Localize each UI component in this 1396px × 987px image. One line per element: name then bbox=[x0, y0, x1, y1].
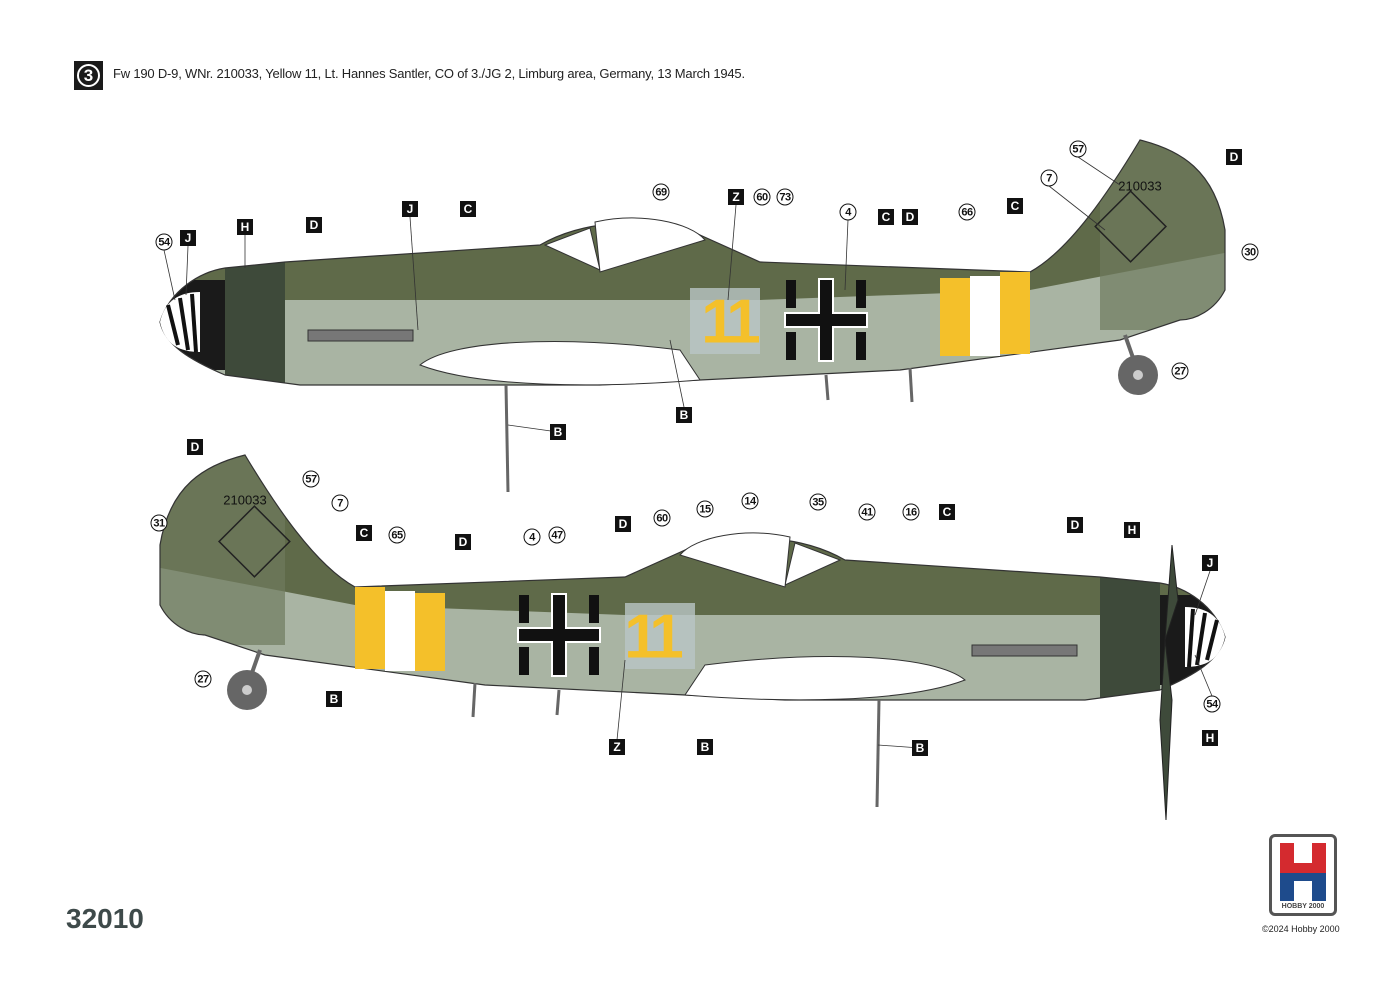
part-number-callout: 4 bbox=[839, 203, 857, 221]
paint-color-callout: J bbox=[180, 230, 196, 246]
paint-color-callout: B bbox=[697, 739, 713, 755]
part-number-callout: 65 bbox=[388, 526, 406, 544]
kit-number: 32010 bbox=[66, 903, 144, 934]
paint-color-callout: D bbox=[455, 534, 471, 550]
paint-color-callout: C bbox=[460, 201, 476, 217]
paint-color-callout: C bbox=[878, 209, 894, 225]
paint-color-callout: B bbox=[550, 424, 566, 440]
hobby-2000-logo: HOBBY 2000 bbox=[1269, 834, 1337, 916]
paint-color-callout: Z bbox=[728, 189, 744, 205]
profile-number-badge: 3 bbox=[74, 61, 103, 90]
paint-color-callout: Z bbox=[609, 739, 625, 755]
part-number-callout: 16 bbox=[902, 503, 920, 521]
part-number-callout: 69 bbox=[652, 183, 670, 201]
serial-port: 210033 bbox=[1118, 178, 1162, 194]
side-profile-starboard bbox=[145, 445, 1235, 807]
fuselage-number-port: 11 bbox=[701, 287, 760, 357]
paint-color-callout: D bbox=[187, 439, 203, 455]
propeller bbox=[1159, 544, 1179, 821]
copyright: ©2024 Hobby 2000 bbox=[1262, 924, 1340, 934]
paint-color-callout: D bbox=[1226, 149, 1242, 165]
side-profile-port bbox=[150, 130, 1240, 492]
part-number-callout: 7 bbox=[331, 494, 349, 512]
part-number-callout: 60 bbox=[653, 509, 671, 527]
paint-color-callout: C bbox=[1007, 198, 1023, 214]
paint-color-callout: H bbox=[237, 219, 253, 235]
fuselage-number-starboard: 11 bbox=[624, 602, 683, 672]
paint-color-callout: B bbox=[912, 740, 928, 756]
part-number-callout: 57 bbox=[1069, 140, 1087, 158]
part-number-callout: 57 bbox=[302, 470, 320, 488]
paint-color-callout: D bbox=[615, 516, 631, 532]
part-number-callout: 47 bbox=[548, 526, 566, 544]
part-number-callout: 7 bbox=[1040, 169, 1058, 187]
paint-color-callout: H bbox=[1202, 730, 1218, 746]
part-number-callout: 66 bbox=[958, 203, 976, 221]
part-number-callout: 41 bbox=[858, 503, 876, 521]
paint-color-callout: H bbox=[1124, 522, 1140, 538]
profile-title: Fw 190 D-9, WNr. 210033, Yellow 11, Lt. … bbox=[113, 66, 745, 81]
paint-color-callout: J bbox=[1202, 555, 1218, 571]
part-number-callout: 73 bbox=[776, 188, 794, 206]
paint-color-callout: D bbox=[1067, 517, 1083, 533]
paint-color-callout: C bbox=[356, 525, 372, 541]
paint-color-callout: D bbox=[306, 217, 322, 233]
part-number-callout: 31 bbox=[150, 514, 168, 532]
part-number-callout: 15 bbox=[696, 500, 714, 518]
part-number-callout: 27 bbox=[194, 670, 212, 688]
part-number-callout: 54 bbox=[155, 233, 173, 251]
part-number-callout: 27 bbox=[1171, 362, 1189, 380]
paint-color-callout: C bbox=[939, 504, 955, 520]
paint-color-callout: B bbox=[676, 407, 692, 423]
leader-lines bbox=[163, 156, 1213, 749]
serial-starboard: 210033 bbox=[223, 492, 267, 508]
part-number-callout: 4 bbox=[523, 528, 541, 546]
part-number-callout: 35 bbox=[809, 493, 827, 511]
part-number-callout: 14 bbox=[741, 492, 759, 510]
part-number-callout: 60 bbox=[753, 188, 771, 206]
part-number-callout: 54 bbox=[1203, 695, 1221, 713]
paint-color-callout: J bbox=[402, 201, 418, 217]
paint-color-callout: D bbox=[902, 209, 918, 225]
paint-color-callout: B bbox=[326, 691, 342, 707]
part-number-callout: 30 bbox=[1241, 243, 1259, 261]
